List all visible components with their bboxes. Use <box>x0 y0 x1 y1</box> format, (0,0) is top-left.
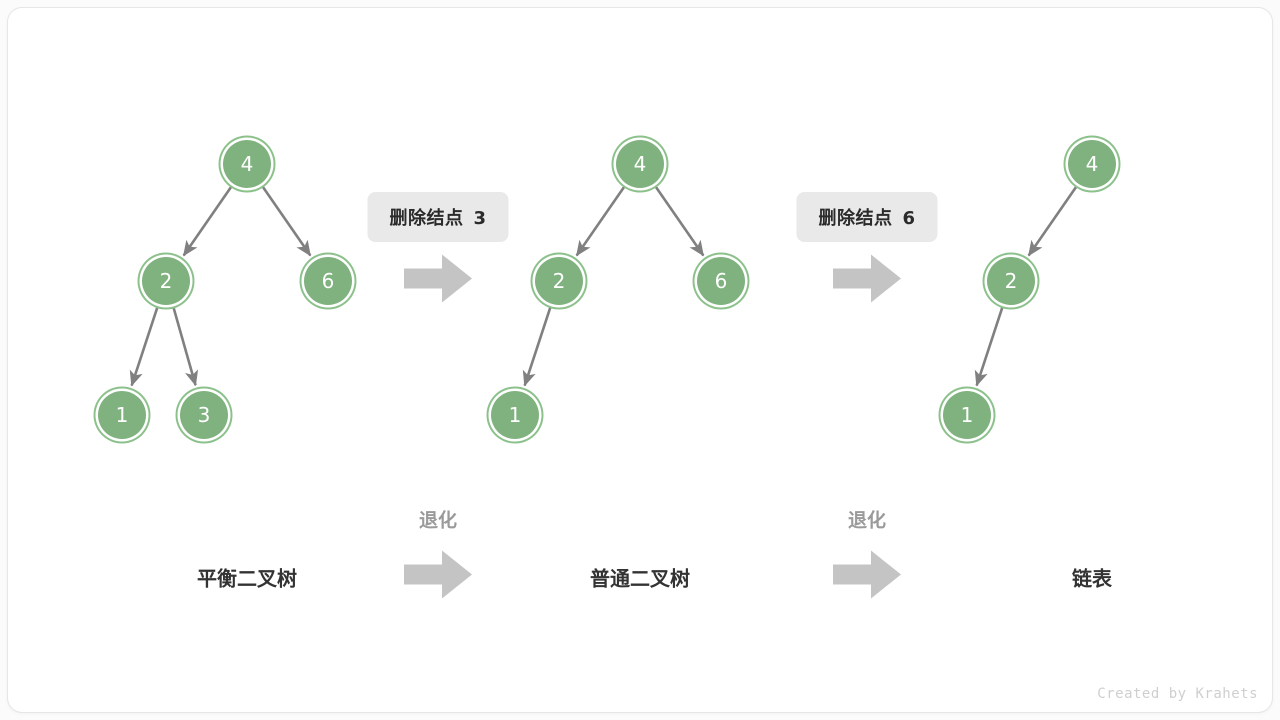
tree-node: 6 <box>304 257 352 305</box>
diagram-card <box>8 8 1272 712</box>
transition-arrow-top-1 <box>402 251 474 312</box>
transition-arrow-top-2 <box>831 251 903 312</box>
delete-node-3-label: 删除结点 3 <box>367 192 509 242</box>
operation-value: 6 <box>902 208 916 229</box>
caption-balanced-binary-tree: 平衡二叉树 <box>197 566 297 591</box>
tree-node: 4 <box>616 140 664 188</box>
operation-value: 3 <box>473 208 487 229</box>
tree-edge <box>129 305 160 387</box>
caption-linked-list: 链表 <box>1072 566 1112 591</box>
degenerate-label-1: 退化 <box>418 509 458 532</box>
delete-node-6-label: 删除结点 6 <box>796 192 938 242</box>
tree-node: 1 <box>943 391 991 439</box>
tree-edge <box>575 184 627 257</box>
caption-ordinary-binary-tree: 普通二叉树 <box>590 566 690 591</box>
tree-node: 3 <box>180 391 228 439</box>
credit-text: Created by Krahets <box>1097 686 1258 702</box>
tree-node: 2 <box>535 257 583 305</box>
tree-edge <box>171 305 199 387</box>
tree-node: 6 <box>697 257 745 305</box>
tree-edge <box>1027 184 1079 257</box>
tree-node: 2 <box>987 257 1035 305</box>
tree-node: 2 <box>142 257 190 305</box>
tree-edge <box>182 184 234 257</box>
tree-edge <box>260 184 312 257</box>
transition-arrow-bottom-1 <box>402 547 474 608</box>
tree-node: 4 <box>223 140 271 188</box>
degenerate-label-2: 退化 <box>847 509 887 532</box>
transition-arrow-bottom-2 <box>831 547 903 608</box>
tree-edge <box>653 184 705 257</box>
tree-node: 1 <box>491 391 539 439</box>
tree-edge <box>974 305 1005 387</box>
tree-node: 4 <box>1068 140 1116 188</box>
tree-edges <box>129 184 1079 387</box>
tree-node: 1 <box>98 391 146 439</box>
operation-text: 删除结点 <box>389 208 464 229</box>
operation-text: 删除结点 <box>818 208 893 229</box>
tree-edge <box>522 305 553 387</box>
